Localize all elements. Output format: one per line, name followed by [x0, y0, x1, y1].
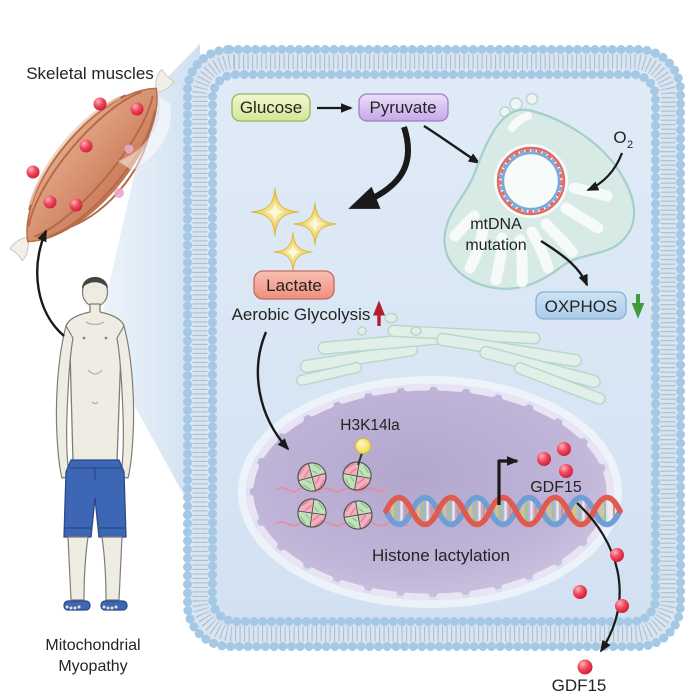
tendon [9, 236, 30, 262]
gdf15-dot [615, 599, 629, 613]
mitochondrion [443, 92, 636, 290]
patient-shorts [63, 459, 127, 538]
mtdna-mutation-line2: mutation [465, 237, 526, 254]
diagnosis-label-line2: Myopathy [58, 658, 127, 675]
patient-leg [67, 536, 89, 601]
glucose-label: Glucose [240, 98, 302, 117]
er-vesicle [410, 326, 422, 336]
dna-helix [383, 494, 623, 528]
nuclear-envelope [246, 383, 614, 601]
h3k14la-label: H3K14la [340, 417, 400, 434]
gdf15-nucleus-label: GDF15 [530, 479, 582, 496]
gdf15-dot [124, 144, 134, 154]
gdf15-dot [610, 548, 624, 562]
cristae [449, 112, 613, 288]
skeletal-muscles-label: Skeletal muscles [26, 64, 154, 83]
arrow-pyruvate-to-sparkles [348, 126, 411, 209]
chromatin [275, 438, 409, 532]
er-vesicle [357, 326, 367, 336]
pyruvate-label: Pyruvate [369, 98, 436, 117]
gdf15-dot [559, 464, 573, 478]
arrow-transcription [497, 456, 519, 505]
dna-strand-blue [383, 494, 623, 528]
lactylation-stick [357, 452, 363, 466]
mtdna-mutation-line1: mtDNA [470, 216, 522, 233]
diagnosis-label-line1: Mitochondrial [45, 637, 140, 654]
oxphos-box [535, 291, 627, 320]
membrane-lipid-tails [192, 54, 676, 642]
mitochondrial-matrix [494, 144, 568, 218]
muscle-gdf15-dots [26, 97, 144, 212]
lactate-box [253, 270, 335, 300]
nucleus-body [250, 387, 610, 597]
arrow-pyruvate-to-mitochondrion [423, 124, 481, 165]
endoplasmic-reticulum [296, 312, 606, 405]
oxphos-label: OXPHOS [545, 297, 618, 316]
oxygen-subscript: 2 [627, 139, 633, 151]
pyruvate-box [358, 93, 449, 122]
er-tubule [513, 362, 606, 405]
patient-sandal [100, 600, 128, 611]
membrane-inner-leaflet [208, 70, 660, 626]
nucleus [238, 376, 622, 608]
gdf15-dot [537, 452, 551, 466]
aerobic-glycolysis-label: Aerobic Glycolysis [232, 305, 371, 324]
patient-torso [65, 303, 125, 463]
gdf15-dot [573, 585, 587, 599]
arrow-mitochondrion-to-oxphos [540, 239, 589, 287]
gdf15-dot [577, 659, 593, 675]
arrow-o2-to-mitochondrion [586, 152, 624, 192]
muscle-striations [27, 90, 156, 238]
histone-lactylation-label: Histone lactylation [372, 546, 510, 565]
mtdna-ring [496, 146, 566, 216]
skeletal-muscle-illustration [9, 68, 175, 262]
chromatin-strand [275, 520, 409, 527]
gdf15-secreted-label: GDF15 [552, 676, 607, 695]
oxygen-label: O [613, 128, 626, 147]
lactate-label: Lactate [266, 276, 322, 295]
glucose-box [231, 93, 311, 122]
arrow-gdf15-secretion [576, 502, 621, 653]
muscle-fascia [117, 94, 173, 171]
patient-hair [82, 277, 108, 289]
er-vesicle [384, 312, 398, 324]
patient-arm [116, 325, 135, 479]
patient-sandal [63, 600, 91, 611]
tendon [154, 68, 175, 94]
patient-arm [55, 325, 74, 479]
chromatin-strand [275, 486, 387, 493]
membrane-outer-leaflet [183, 45, 685, 651]
gdf15-dot [114, 188, 124, 198]
h3k14la-mark-icon [355, 438, 371, 454]
er-tubule [296, 362, 362, 386]
arrow-lactate-to-nucleus [256, 331, 290, 451]
dna-strand-red [383, 494, 623, 528]
arrow-patient-to-muscle [36, 229, 65, 337]
patient-figure [55, 276, 135, 611]
gdf15-dot [557, 442, 571, 456]
patient-leg [101, 536, 123, 601]
cell: H3K14la GDF15 Histone lactylation Glucos… [183, 45, 685, 653]
zoom-beam [97, 44, 200, 524]
